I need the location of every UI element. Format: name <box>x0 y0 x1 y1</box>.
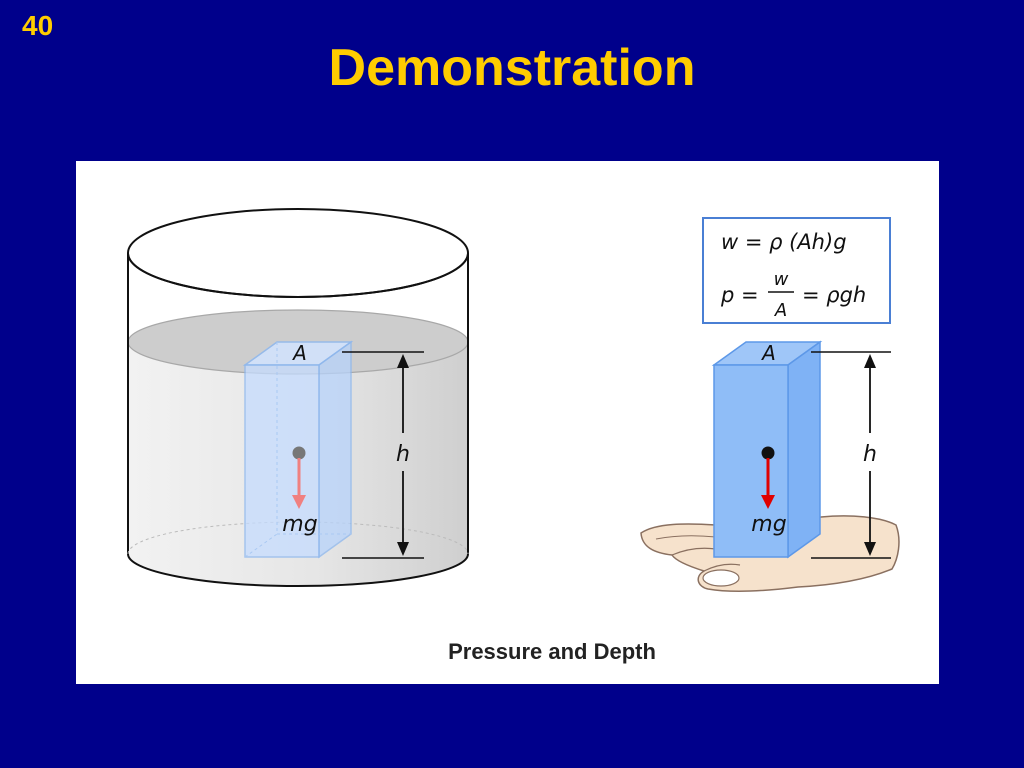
left-height-label: h <box>396 442 410 467</box>
right-center-of-mass-dot <box>761 446 775 460</box>
formula-box: w = ρ (Ah)g p = w A = ρgh <box>702 217 891 324</box>
right-weight-arrow-head <box>761 495 775 509</box>
right-area-label: A <box>760 341 776 365</box>
right-height-dimension: h <box>811 351 891 559</box>
container-bottom <box>127 553 469 587</box>
right-column-side <box>787 340 821 559</box>
left-water-column: A mg <box>242 340 354 559</box>
slide-number: 40 <box>22 10 54 41</box>
pressure-depth-diagram: A mg h w = ρ (Ah)g p = w <box>127 208 900 664</box>
right-height-label: h <box>863 442 877 467</box>
right-column-front <box>713 364 789 558</box>
formula-pressure-rhs: = ρgh <box>802 283 866 307</box>
hand-thumbnail <box>702 569 740 587</box>
left-weight-arrow-head <box>292 495 306 509</box>
left-column-side <box>318 340 352 559</box>
figure-caption: Pressure and Depth <box>448 639 656 664</box>
formula-weight: w = ρ (Ah)g <box>721 230 847 254</box>
formula-pressure-lhs: p = <box>720 283 759 307</box>
right-force-label: mg <box>751 512 786 537</box>
left-column-front <box>244 364 320 558</box>
formula-fraction-denominator: A <box>774 300 787 321</box>
left-center-of-mass-dot <box>292 446 306 460</box>
right-water-column: A mg <box>711 340 823 559</box>
formula-fraction-numerator: w <box>774 269 789 290</box>
formula-box-frame <box>702 217 891 324</box>
left-height-dimension: h <box>342 351 424 559</box>
slide-title: Demonstration <box>328 39 696 97</box>
left-area-label: A <box>291 341 307 365</box>
container-bottom-back <box>127 521 469 555</box>
figure-panel: A mg h w = ρ (Ah)g p = w <box>76 161 939 684</box>
left-force-label: mg <box>282 512 317 537</box>
